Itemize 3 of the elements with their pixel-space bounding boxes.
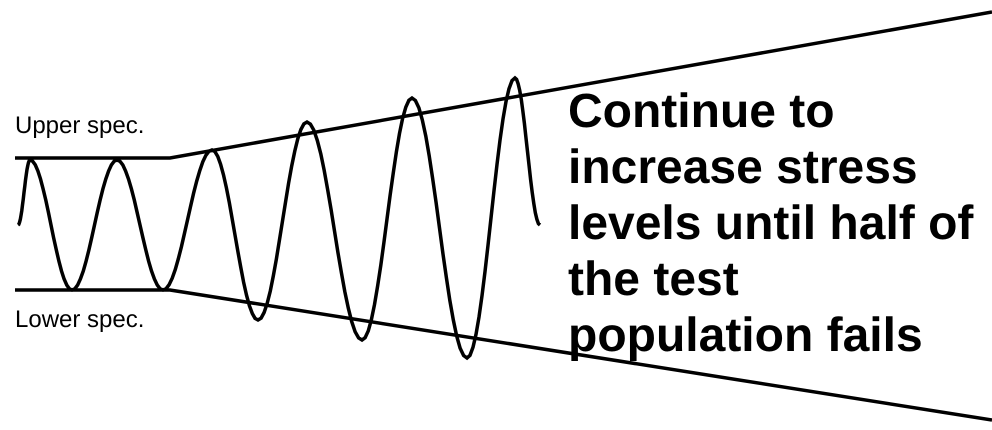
spec-limit-label: Upper spec. xyxy=(15,112,144,140)
spec-limit-label: Lower spec. xyxy=(15,306,144,334)
instruction-text: Continue to increase stress levels until half of the test population fails xyxy=(568,84,974,364)
